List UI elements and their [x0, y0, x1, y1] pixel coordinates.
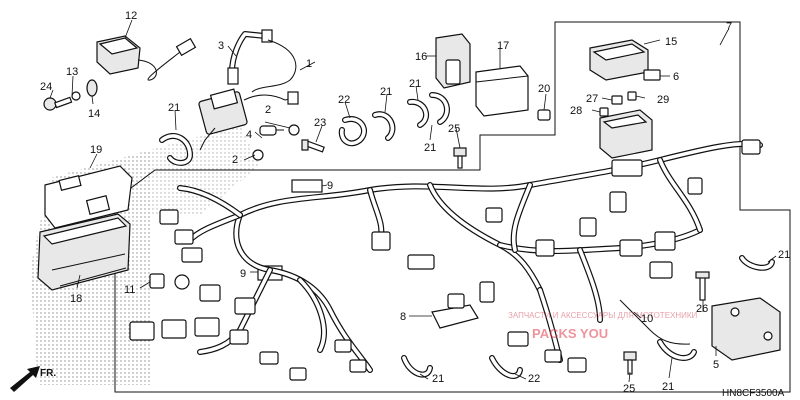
callout-17: 17 [497, 40, 509, 52]
fuse-holder [599, 109, 653, 177]
fastener-set [43, 79, 98, 111]
callout-16: 16 [415, 51, 427, 63]
watermark-subtitle: ЗАПЧАСТИ И АКСЕССУАРЫ ДЛЯ МОТОТЕХНИКИ [508, 311, 698, 320]
callout-2-lower: 2 [232, 154, 238, 166]
lead-part-10 [619, 299, 691, 345]
ignition-coil-part-1 [198, 39, 299, 151]
callout-1: 1 [306, 58, 312, 70]
callout-22-a: 22 [338, 94, 350, 106]
clip-part-2 [252, 124, 300, 161]
callout-23: 23 [314, 117, 326, 129]
callout-labels: 12 3 1 4 2 2 23 24 13 14 19 18 11 9 9 8 … [40, 10, 790, 395]
callout-28: 28 [570, 105, 582, 117]
bolt-part-23 [301, 139, 325, 153]
fuse-parts [599, 69, 661, 117]
callout-21-c: 21 [409, 78, 421, 90]
callout-18: 18 [70, 293, 82, 305]
assembly-outline [114, 21, 791, 393]
regulator-part-5 [711, 297, 781, 361]
callout-9-upper: 9 [327, 180, 333, 192]
callout-22-b: 22 [528, 373, 540, 385]
relay-part-12 [96, 35, 197, 81]
callout-26: 26 [696, 303, 708, 315]
callout-6: 6 [673, 71, 679, 83]
callout-12: 12 [125, 10, 137, 22]
diagram-code: HN8CF3500A [722, 388, 785, 399]
watermark-logo: PACKS YOU [532, 326, 608, 341]
callout-19: 19 [90, 144, 102, 156]
bracket-part-19 [44, 165, 133, 229]
callout-5: 5 [713, 359, 719, 371]
main-wire-harness-part-7 [177, 140, 763, 373]
callout-21-d: 21 [424, 142, 436, 154]
callout-10: 10 [641, 313, 653, 325]
bolt-part-26 [695, 271, 710, 301]
callout-7: 7 [726, 21, 732, 33]
connector-part-11 [149, 273, 165, 289]
connector-part-9-upper [291, 179, 323, 193]
ecu-part-18 [37, 213, 131, 291]
callout-13: 13 [66, 66, 78, 78]
bolt-part-25 [453, 147, 637, 375]
callout-4: 4 [246, 129, 252, 141]
plug-cap-part-3 [227, 29, 273, 85]
callout-14: 14 [88, 108, 100, 120]
leader-lines [49, 19, 777, 383]
callout-2-upper: 2 [265, 104, 271, 116]
callout-24: 24 [40, 81, 52, 93]
callout-29: 29 [657, 94, 669, 106]
callout-25-b: 25 [623, 383, 635, 395]
callout-8: 8 [400, 311, 406, 323]
relay-part-16 [435, 33, 471, 89]
callout-11: 11 [124, 284, 135, 296]
callout-21-g: 21 [662, 381, 674, 393]
harness-connectors-right [371, 139, 761, 373]
callout-21-a: 21 [168, 102, 180, 114]
callout-25-a: 25 [448, 123, 460, 135]
callout-9-lower: 9 [240, 268, 246, 280]
harness-connectors-left [129, 209, 367, 381]
callout-20: 20 [538, 83, 550, 95]
front-direction-arrow: FR. [10, 366, 56, 392]
callout-21-b: 21 [380, 86, 392, 98]
callout-21-f: 21 [432, 373, 444, 385]
callout-15: 15 [665, 36, 677, 48]
terminal-part-4 [259, 125, 284, 136]
callout-3: 3 [218, 40, 224, 52]
clamps [159, 92, 775, 379]
callout-27: 27 [586, 93, 598, 105]
callout-21-e: 21 [778, 249, 790, 261]
connector-part-8 [431, 293, 479, 329]
relay-box-part-17 [475, 65, 529, 117]
connector-part-20 [537, 109, 551, 121]
front-label: FR. [40, 368, 56, 379]
fuse-box-part-15 [589, 39, 649, 81]
